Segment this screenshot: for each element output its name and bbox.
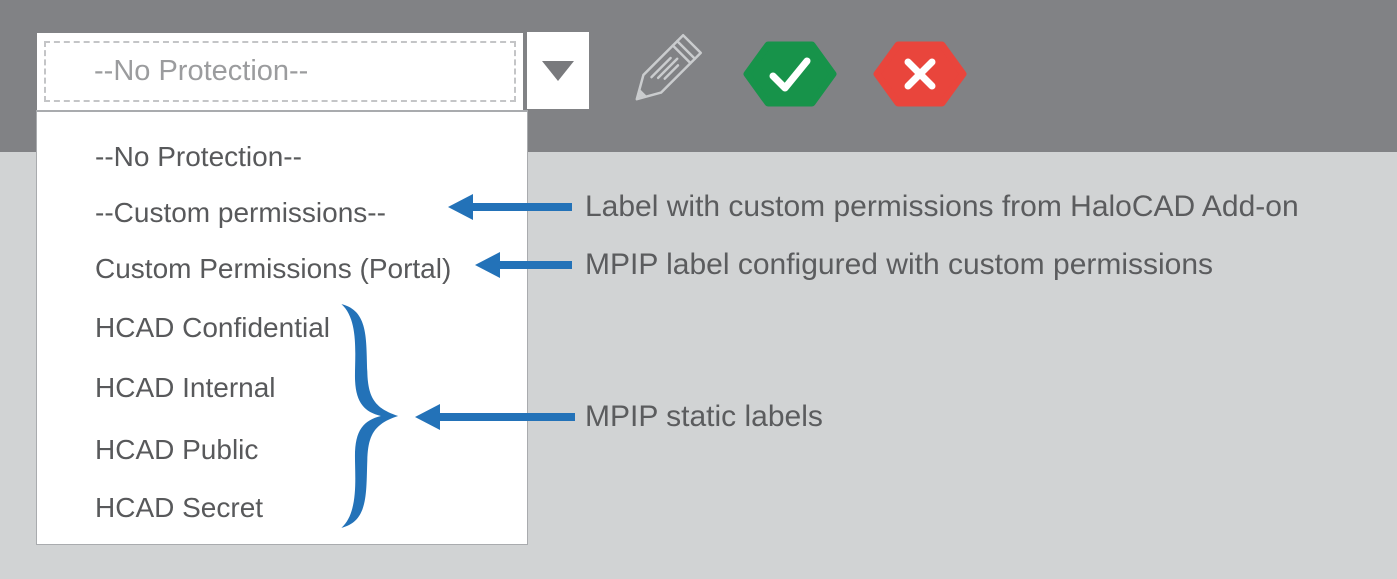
cancel-button[interactable] [873,41,967,107]
annotation-arrow-custom-permissions [448,194,572,220]
dropdown-item-custom-permissions[interactable]: --Custom permissions-- [95,197,386,228]
annotation-arrow-custom-permissions-portal [475,252,572,278]
protection-label-select[interactable]: --No Protection-- [37,33,523,110]
triangle-down-icon [542,60,574,81]
dropdown-item-hcad-confidential[interactable]: HCAD Confidential [95,312,330,343]
annotation-static-labels: MPIP static labels [585,400,823,433]
dropdown-item-custom-permissions-portal[interactable]: Custom Permissions (Portal) [95,253,452,284]
annotation-custom-permissions: Label with custom permissions from HaloC… [585,190,1299,223]
annotation-custom-permissions-portal: MPIP label configured with custom permis… [585,248,1214,281]
confirm-button[interactable] [743,41,837,107]
combobox-dashed-frame: --No Protection-- [44,41,516,102]
dropdown-item-no-protection[interactable]: --No Protection-- [95,141,302,172]
edit-button[interactable] [612,20,716,124]
pencil-icon [635,33,703,101]
protection-label-select-value: --No Protection-- [94,55,309,87]
check-icon [743,41,837,107]
annotation-arrow-static-labels [415,404,575,430]
x-icon [873,41,967,107]
dropdown-item-hcad-public[interactable]: HCAD Public [95,434,259,465]
brace-static-labels [341,304,399,528]
dropdown-arrow-button[interactable] [527,32,589,109]
protection-dropdown-list: --No Protection-- --Custom permissions--… [36,110,528,545]
dropdown-item-hcad-secret[interactable]: HCAD Secret [95,492,264,523]
dropdown-item-hcad-internal[interactable]: HCAD Internal [95,372,276,403]
